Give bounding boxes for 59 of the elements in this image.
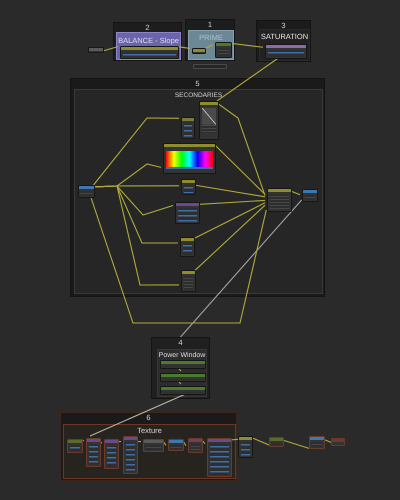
node-panel — [160, 386, 206, 395]
link-line — [104, 46, 118, 52]
link-line — [194, 204, 266, 272]
node-panel — [269, 437, 284, 447]
link-line — [198, 200, 266, 205]
frame-panel — [113, 22, 182, 61]
node-panel — [123, 436, 138, 474]
node-frame — [116, 32, 181, 60]
node-panel — [175, 202, 200, 224]
link-line — [324, 439, 332, 443]
link-line — [216, 56, 280, 102]
node-panel — [265, 44, 307, 59]
link-line — [216, 102, 266, 196]
node-frame — [63, 424, 236, 479]
node-panel — [78, 185, 95, 198]
frame-panel — [256, 20, 311, 62]
node-panel — [192, 48, 206, 54]
node-panel — [181, 117, 195, 139]
node-panel — [331, 438, 345, 446]
node-panel — [143, 439, 164, 452]
link-line — [204, 44, 214, 50]
link-line — [92, 117, 179, 186]
node-panel — [163, 143, 216, 174]
node-panel — [67, 439, 83, 453]
note-panel — [193, 64, 227, 69]
node-panel — [188, 438, 203, 453]
node-panel — [168, 439, 184, 451]
link-line — [230, 42, 264, 48]
node-panel — [215, 42, 232, 58]
node-panel — [120, 46, 179, 59]
link-line — [180, 200, 302, 338]
node-panel — [302, 189, 318, 202]
link-line — [192, 202, 266, 240]
node-panel — [309, 436, 325, 449]
node-panel — [181, 270, 196, 292]
link-line — [214, 144, 266, 195]
node-panel — [104, 439, 119, 469]
node-frame — [157, 349, 207, 397]
link-line — [252, 438, 270, 446]
node-panel — [160, 373, 206, 382]
node-panel — [160, 360, 206, 369]
node-panel — [86, 438, 101, 467]
link-line — [284, 440, 310, 449]
node-frame — [259, 29, 310, 61]
node-frame — [188, 30, 234, 60]
node-panel — [199, 101, 219, 140]
node-panel — [238, 436, 253, 458]
frame-panel — [185, 19, 235, 61]
node-panel — [180, 237, 195, 257]
frame-panel — [151, 337, 210, 399]
frame-panel — [60, 412, 237, 481]
link-line — [92, 185, 179, 286]
link-line — [176, 46, 190, 49]
node-panel — [88, 47, 104, 53]
node-panel — [181, 179, 196, 195]
node-panel — [267, 188, 292, 212]
node-panel — [207, 438, 232, 477]
link-line — [194, 184, 266, 198]
link-line — [90, 196, 267, 324]
